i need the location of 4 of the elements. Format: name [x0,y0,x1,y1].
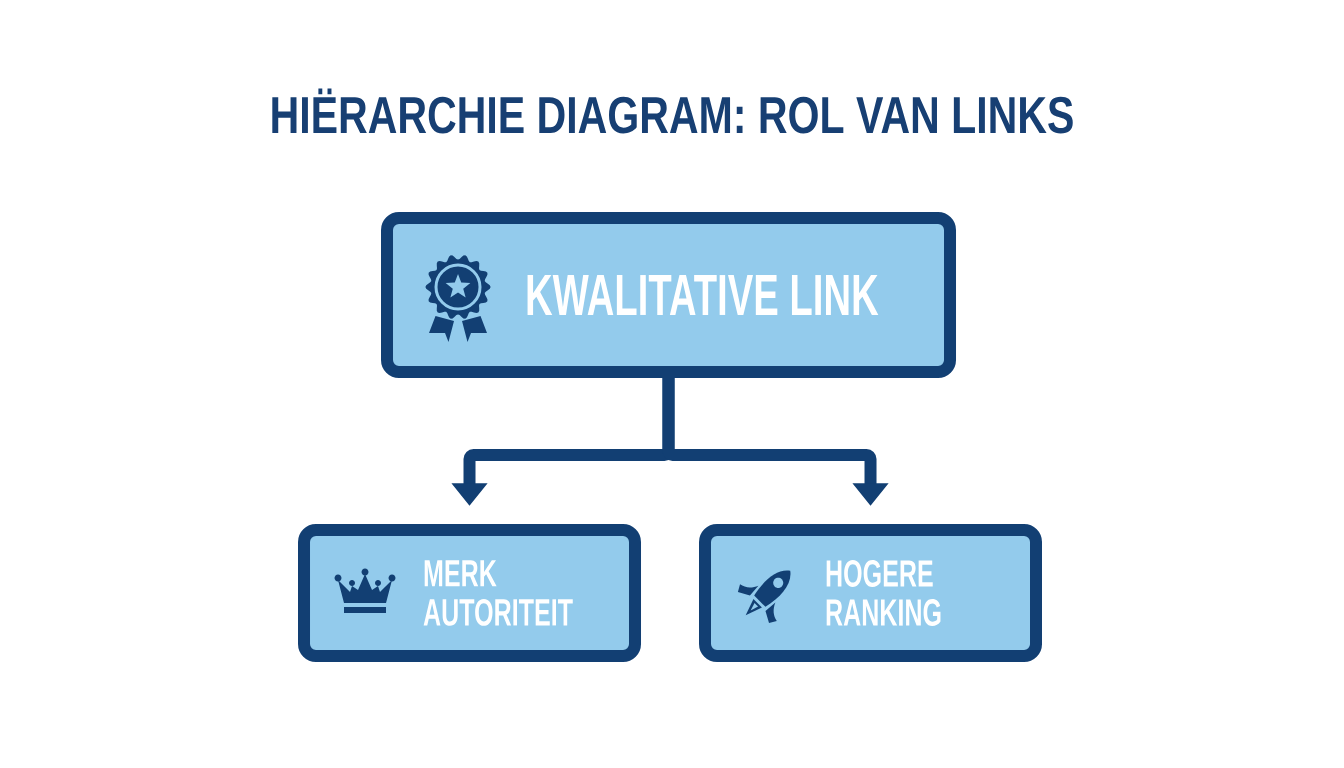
child-box: MERK AUTORITEIT [298,524,641,662]
root-box: KWALITATIVE LINK [381,212,956,378]
title: HIËRARCHIE DIAGRAM: ROL VAN LINKS [272,88,1073,134]
child-box: HOGERE RANKING [699,524,1042,662]
